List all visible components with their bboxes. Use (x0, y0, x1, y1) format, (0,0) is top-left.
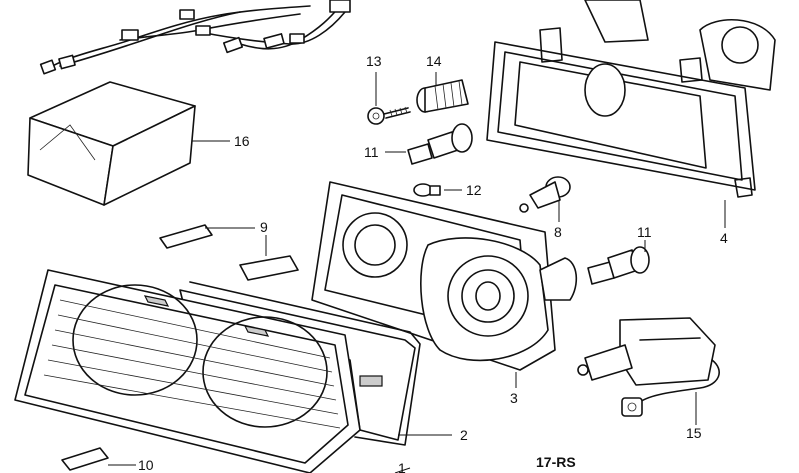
callout-12: 12 (466, 182, 482, 198)
callout-11-upper: 11 (364, 144, 379, 160)
callout-15: 15 (686, 425, 702, 441)
callout-11-right: 11 (637, 224, 652, 240)
callout-4: 4 (720, 230, 728, 246)
bulb-11-upper (385, 123, 473, 165)
callout-14: 14 (426, 53, 442, 69)
igniter-15 (577, 317, 720, 425)
screw-13 (367, 72, 411, 125)
box-16 (27, 81, 230, 206)
callout-2: 2 (460, 427, 468, 443)
callout-10: 10 (138, 457, 154, 473)
callout-13: 13 (366, 53, 382, 69)
bulb-12 (413, 183, 462, 197)
housing-4 (486, 0, 776, 228)
callout-8: 8 (554, 224, 562, 240)
reference-code: 17-RS (536, 454, 576, 470)
wiring-harness (39, 0, 351, 75)
callout-9: 9 (260, 219, 268, 235)
callout-16: 16 (234, 133, 250, 149)
bulb-11-right (587, 240, 650, 285)
reflector-3 (311, 181, 578, 388)
adjuster-14 (416, 72, 469, 113)
clip-10 (61, 447, 136, 471)
callout-3: 3 (510, 390, 518, 406)
callout-1: 1 (398, 460, 406, 473)
bulb-8 (519, 176, 571, 222)
lens-1 (14, 269, 411, 473)
clips-9 (159, 224, 299, 281)
